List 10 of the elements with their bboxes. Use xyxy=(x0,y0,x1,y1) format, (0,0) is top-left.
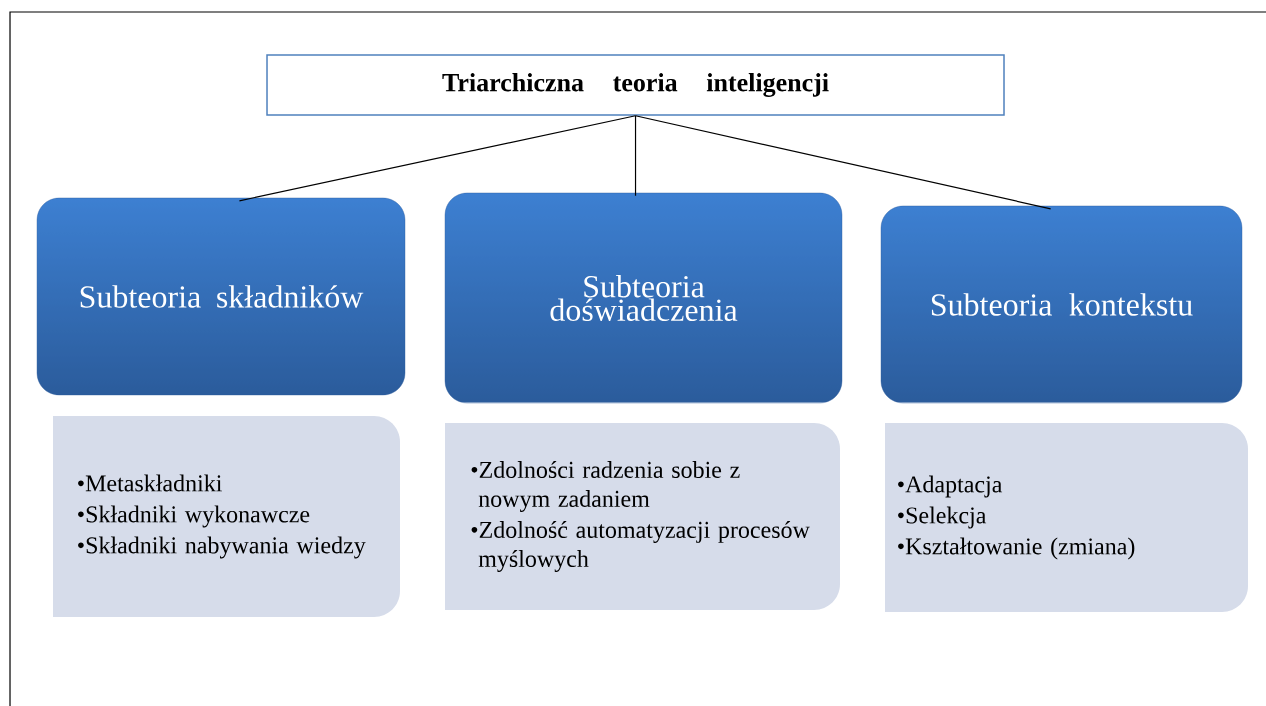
category-box: Subteoria składników xyxy=(36,197,406,396)
list-box: •Zdolności radzenia sobie z nowym zadaniem •Zdolność automatyzacji procesów myślowych xyxy=(445,423,840,610)
connector-line xyxy=(634,115,1052,210)
category-box: Subteoria doświadczenia xyxy=(444,192,843,404)
list-box: •Adaptacja •Selekcja •Kształtowanie (zmiana) xyxy=(885,423,1248,612)
category-box: Subteoria kontekstu xyxy=(880,205,1243,404)
title-box: Triarchiczna teoria inteligencji xyxy=(266,54,1005,116)
list-box: •Metaskładniki •Składniki wykonawcze •Składniki nabywania wiedzy xyxy=(53,416,400,617)
connector-line xyxy=(238,115,637,202)
connector-line xyxy=(634,115,637,197)
